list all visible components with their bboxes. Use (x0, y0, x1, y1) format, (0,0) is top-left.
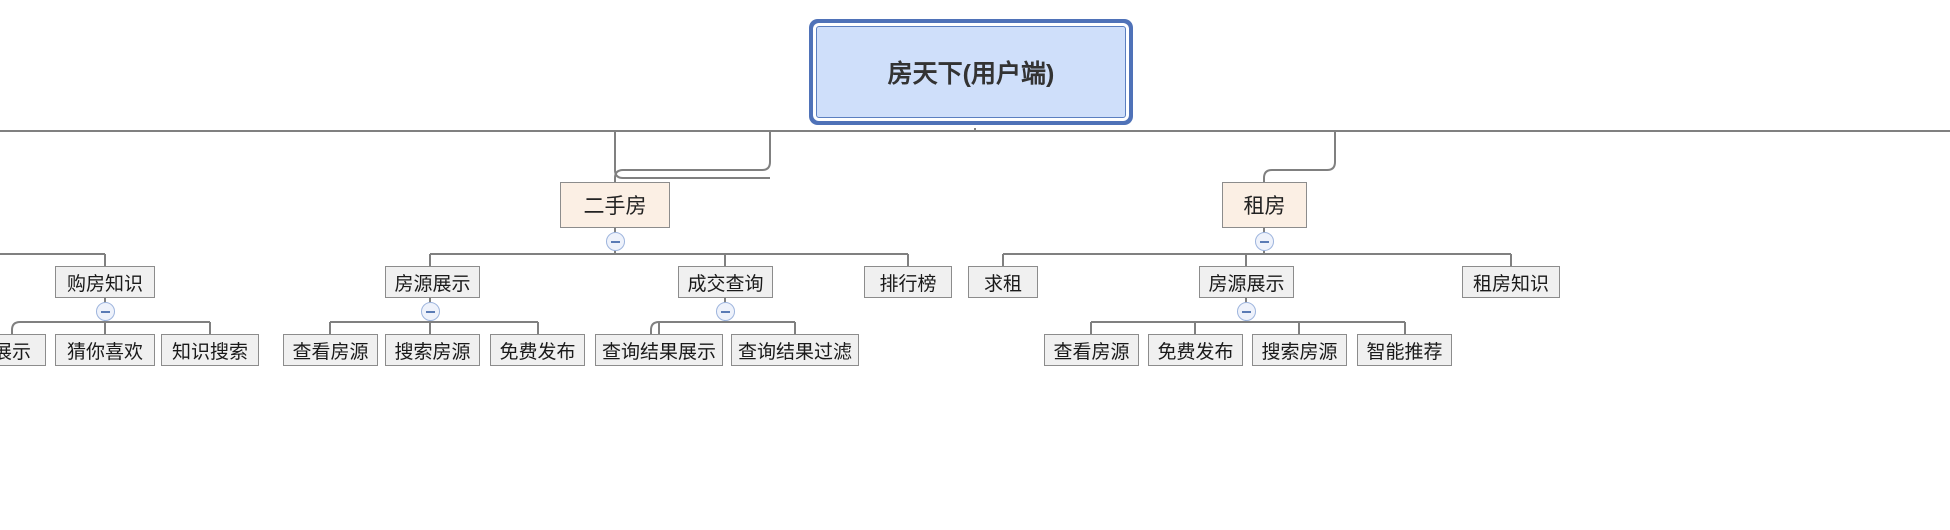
node-ershoufang[interactable]: 二手房 (560, 182, 670, 228)
node-fangyuanzhanshi-zufang-label: 房源展示 (1208, 273, 1285, 295)
collapse-toggle-goufangzhishi[interactable] (96, 302, 115, 321)
leaf-cainixihuan-label: 猜你喜欢 (66, 341, 143, 363)
leaf-zhinengtuijian[interactable]: 智能推荐 (1357, 334, 1452, 366)
root-node-label: 房天下(用户端) (887, 60, 1055, 88)
node-zufangzhishi[interactable]: 租房知识 (1462, 266, 1560, 298)
node-goufangzhishi-label: 购房知识 (66, 273, 143, 295)
leaf-mianfeifabu-zufang[interactable]: 免费发布 (1148, 334, 1243, 366)
collapse-toggle-fangyuanzhanshi-zufang[interactable] (1237, 302, 1256, 321)
node-ershoufang-label: 二手房 (583, 195, 647, 218)
minus-icon (721, 310, 730, 313)
leaf-chakanfangyuan-zufang-label: 查看房源 (1053, 341, 1130, 363)
node-zufang[interactable]: 租房 (1222, 182, 1307, 228)
node-qiuzu[interactable]: 求租 (968, 266, 1038, 298)
leaf-cainixihuan[interactable]: 猜你喜欢 (55, 334, 155, 366)
root-node-fangtianxia[interactable]: 房天下(用户端) (816, 26, 1126, 118)
leaf-zhanshi-label: 展示 (0, 341, 31, 363)
leaf-zhinengtuijian-label: 智能推荐 (1366, 341, 1443, 363)
leaf-chakanfangyuan-zufang[interactable]: 查看房源 (1044, 334, 1139, 366)
minus-icon (1242, 310, 1251, 313)
minus-icon (611, 240, 620, 243)
leaf-zhanshi[interactable]: 展示 (0, 334, 46, 366)
collapse-toggle-zufang[interactable] (1255, 232, 1274, 251)
leaf-sousuofangyuan-ershoufang-label: 搜索房源 (394, 341, 471, 363)
collapse-toggle-ershoufang[interactable] (606, 232, 625, 251)
node-zufangzhishi-label: 租房知识 (1472, 273, 1549, 295)
minus-icon (1260, 240, 1269, 243)
minus-icon (426, 310, 435, 313)
node-fangyuanzhanshi-ershoufang-label: 房源展示 (394, 273, 471, 295)
leaf-chakanfangyuan-ershoufang-label: 查看房源 (292, 341, 369, 363)
leaf-sousuofangyuan-zufang[interactable]: 搜索房源 (1252, 334, 1347, 366)
node-goufangzhishi[interactable]: 购房知识 (55, 266, 155, 298)
node-qiuzu-label: 求租 (983, 273, 1022, 295)
leaf-chaxunjieguozhanshi-label: 查询结果展示 (601, 341, 716, 363)
collapse-toggle-chengjiaochaxun[interactable] (716, 302, 735, 321)
leaf-zhishisousuo-label: 知识搜索 (171, 341, 248, 363)
leaf-mianfeifabu-ershoufang-label: 免费发布 (499, 341, 576, 363)
node-chengjiaochaxun[interactable]: 成交查询 (678, 266, 773, 298)
leaf-sousuofangyuan-ershoufang[interactable]: 搜索房源 (385, 334, 480, 366)
leaf-chaxunjieguoguolv[interactable]: 查询结果过滤 (731, 334, 859, 366)
node-paihangbang[interactable]: 排行榜 (864, 266, 952, 298)
leaf-mianfeifabu-ershoufang[interactable]: 免费发布 (490, 334, 585, 366)
node-chengjiaochaxun-label: 成交查询 (687, 273, 764, 295)
leaf-chaxunjieguozhanshi[interactable]: 查询结果展示 (595, 334, 723, 366)
node-fangyuanzhanshi-ershoufang[interactable]: 房源展示 (385, 266, 480, 298)
leaf-zhishisousuo[interactable]: 知识搜索 (161, 334, 259, 366)
collapse-toggle-fangyuanzhanshi-ershoufang[interactable] (421, 302, 440, 321)
minus-icon (101, 310, 110, 313)
leaf-mianfeifabu-zufang-label: 免费发布 (1157, 341, 1234, 363)
leaf-chaxunjieguoguolv-label: 查询结果过滤 (737, 341, 852, 363)
node-fangyuanzhanshi-zufang[interactable]: 房源展示 (1199, 266, 1294, 298)
leaf-chakanfangyuan-ershoufang[interactable]: 查看房源 (283, 334, 378, 366)
node-paihangbang-label: 排行榜 (879, 273, 937, 295)
node-zufang-label: 租房 (1243, 195, 1286, 218)
leaf-sousuofangyuan-zufang-label: 搜索房源 (1261, 341, 1338, 363)
